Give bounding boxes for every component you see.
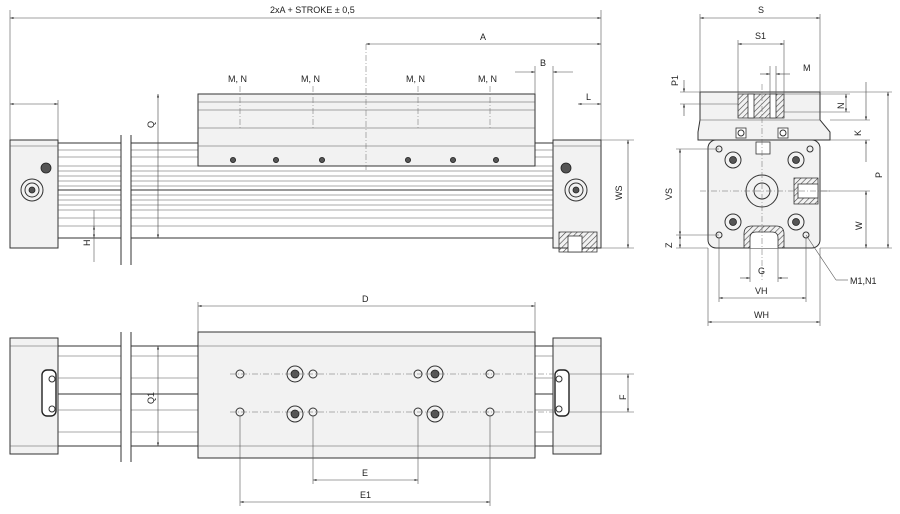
label-mn-2: M, N: [301, 74, 320, 84]
label-M1N1: M1,N1: [850, 276, 877, 286]
dim-S1: S1: [755, 31, 766, 41]
dim-M: M: [803, 63, 811, 73]
dim-E1: E1: [360, 490, 371, 500]
dim-Q: Q: [146, 121, 156, 128]
right-end-cap: [552, 139, 602, 249]
carriage: [197, 93, 536, 167]
dim-E: E: [362, 468, 368, 478]
dim-S: S: [758, 5, 764, 15]
dim-W: W: [854, 221, 864, 230]
left-end-cap: [9, 139, 59, 249]
dim-Z: Z: [664, 242, 674, 248]
dim-P: P: [874, 172, 884, 178]
dim-WH: WH: [754, 310, 769, 320]
dim-F: F: [618, 394, 628, 400]
top-view: D Q1 F E E1: [9, 294, 634, 506]
carriage-top: [197, 331, 536, 459]
label-mn-3: M, N: [406, 74, 425, 84]
dim-H: H: [82, 240, 92, 247]
dim-A: A: [480, 32, 486, 42]
dim-N: N: [836, 103, 846, 110]
dim-K: K: [853, 130, 863, 136]
dim-D: D: [362, 294, 369, 304]
dim-VH: VH: [755, 286, 768, 296]
dim-P1: P1: [670, 75, 680, 86]
carriage-holes: [229, 156, 499, 163]
dim-overall-length: 2xA + STROKE ± 0,5: [270, 5, 355, 15]
label-mn-4: M, N: [478, 74, 497, 84]
end-view: S S1 M P1 N K P: [664, 5, 892, 326]
dim-G: G: [758, 266, 765, 276]
dim-B: B: [540, 58, 546, 68]
label-mn-1: M, N: [228, 74, 247, 84]
dim-Q1: Q1: [146, 392, 156, 404]
dim-L: L: [586, 92, 591, 102]
side-view: M, N M, N M, N M, N 2xA + STROKE ± 0,5 A…: [9, 5, 634, 265]
dim-VS: VS: [664, 188, 674, 200]
dim-WS: WS: [614, 186, 624, 201]
